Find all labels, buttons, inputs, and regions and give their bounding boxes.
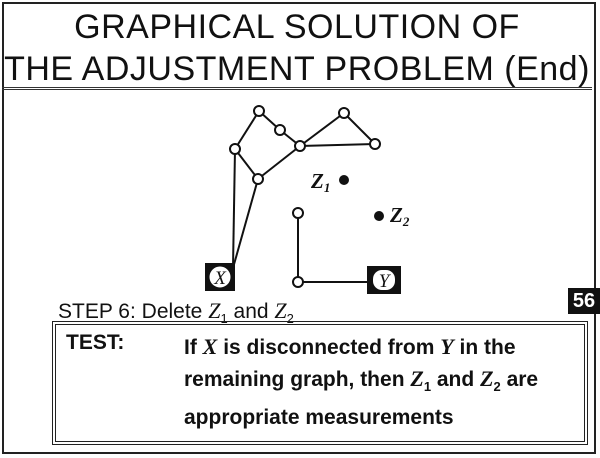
graph-node bbox=[274, 124, 286, 136]
graph-edge bbox=[299, 143, 376, 147]
step-prefix: STEP 6: Delete bbox=[58, 300, 209, 323]
graph-edge bbox=[232, 178, 259, 269]
test-sub1: 1 bbox=[423, 379, 432, 395]
step-sub1: 1 bbox=[220, 311, 228, 327]
graph-node bbox=[294, 140, 306, 152]
test-part1: If bbox=[184, 336, 203, 359]
graph-node bbox=[369, 138, 381, 150]
node-x: X bbox=[205, 263, 235, 291]
test-text: If X is disconnected from Y in the remai… bbox=[184, 331, 584, 433]
title-box: GRAPHICAL SOLUTION OF THE ADJUSTMENT PRO… bbox=[2, 2, 592, 90]
test-box: TEST: If X is disconnected from Y in the… bbox=[52, 321, 588, 445]
title-line-1: GRAPHICAL SOLUTION OF bbox=[74, 8, 520, 46]
step-var2: Z bbox=[274, 298, 287, 323]
test-var-x: X bbox=[202, 334, 218, 359]
graph-node bbox=[292, 276, 304, 288]
graph-node bbox=[338, 107, 350, 119]
node-y: Y bbox=[367, 266, 401, 294]
graph-node bbox=[292, 207, 304, 219]
graph-edge bbox=[343, 112, 376, 145]
z1-label: Z1 bbox=[310, 169, 330, 195]
test-var-z1: Z bbox=[410, 366, 424, 391]
graph-edge bbox=[232, 148, 236, 269]
z2-label: Z2 bbox=[389, 203, 410, 229]
test-label: TEST: bbox=[66, 331, 125, 354]
test-part2: is disconnected from bbox=[217, 336, 441, 359]
z2-node bbox=[374, 211, 384, 221]
test-part3: in the remaining graph, then bbox=[184, 336, 516, 391]
step-text: STEP 6: Delete Z1 and Z2 bbox=[58, 298, 294, 326]
graph-node bbox=[253, 105, 265, 117]
test-part4: and bbox=[431, 368, 481, 391]
node-y-label: Y bbox=[379, 271, 392, 292]
graph-edge bbox=[234, 148, 259, 180]
step-mid: and bbox=[227, 300, 275, 323]
slide-frame bbox=[2, 2, 596, 454]
graph-node bbox=[229, 143, 241, 155]
z1-node bbox=[339, 175, 349, 185]
test-part5: are appropriate measurements bbox=[184, 368, 539, 430]
node-x-label: X bbox=[213, 268, 227, 289]
page-number: 56 bbox=[568, 288, 600, 314]
step-sub2: 2 bbox=[286, 311, 294, 327]
test-var-z2: Z bbox=[480, 366, 494, 391]
graph-edge bbox=[234, 110, 260, 150]
test-sub2: 2 bbox=[493, 379, 501, 395]
title-line-2: THE ADJUSTMENT PROBLEM (End) bbox=[4, 50, 590, 88]
graph-node bbox=[252, 173, 264, 185]
test-var-y: Y bbox=[440, 334, 454, 359]
step-var1: Z bbox=[208, 298, 221, 323]
graph-edge bbox=[257, 145, 301, 180]
graph-edge bbox=[299, 112, 345, 147]
